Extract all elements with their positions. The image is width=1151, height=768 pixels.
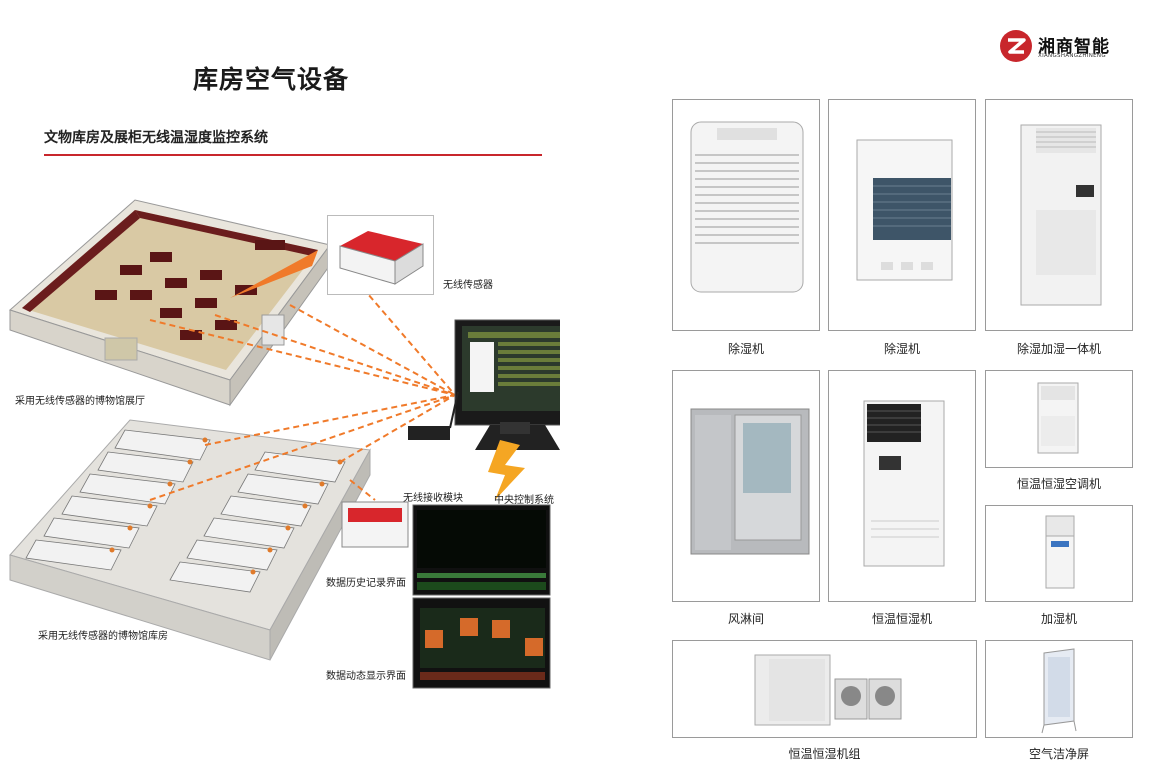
central-control-monitor	[454, 319, 560, 450]
product-card-dehumidify-humidify[interactable]	[985, 99, 1133, 331]
brand-logo: 湘商智能 XIANGSHANGZHINENG	[1000, 30, 1120, 64]
air-purifier-screen-image	[1041, 648, 1077, 734]
product-label: 空气洁净屏	[1028, 747, 1089, 761]
section-divider	[44, 154, 542, 156]
label-dynamic-interface: 数据动态显示界面	[326, 671, 406, 682]
page-title: 库房空气设备	[193, 65, 350, 94]
history-screen-illustration	[412, 504, 551, 596]
exhibition-hall-illustration	[9, 199, 331, 407]
product-label: 除湿加湿一体机	[1016, 342, 1101, 356]
brand-name: 湘商智能	[1038, 37, 1110, 57]
product-card-air-shower[interactable]	[672, 370, 820, 602]
section-title: 文物库房及展柜无线温湿度监控系统	[44, 130, 268, 146]
constant-temp-humidity-image	[863, 400, 945, 567]
warehouse-illustration	[9, 419, 371, 661]
product-label: 恒温恒湿机组	[788, 747, 861, 761]
dehumidifier-image	[690, 121, 804, 293]
humidifier-image	[1045, 515, 1075, 589]
product-label: 恒温恒湿机	[871, 612, 932, 626]
product-label: 风淋间	[727, 612, 764, 626]
dehumidifier-image	[856, 139, 953, 281]
dehumidify-humidify-image	[1020, 124, 1102, 306]
label-wireless-receiver: 无线接收模块	[403, 493, 463, 504]
lightning-icon	[488, 440, 525, 500]
product-card-humidifier[interactable]	[985, 505, 1133, 602]
brand-pinyin: XIANGSHANGZHINENG	[1038, 53, 1106, 59]
constant-temp-unit-image	[754, 654, 902, 726]
label-exhibition-hall: 采用无线传感器的博物馆展厅	[15, 396, 145, 407]
label-wireless-sensor: 无线传感器	[443, 280, 493, 291]
product-label: 加湿机	[1040, 612, 1077, 626]
wireless-sensor-image	[327, 215, 434, 295]
label-warehouse: 采用无线传感器的博物馆库房	[38, 631, 168, 642]
product-label: 除湿机	[883, 342, 920, 356]
label-history-interface: 数据历史记录界面	[326, 578, 406, 589]
product-card-dehumidifier-1[interactable]	[672, 99, 820, 331]
warehouse-sensor-illustration	[341, 501, 409, 548]
label-central-control: 中央控制系统	[494, 495, 554, 506]
brand-logo-icon	[1000, 30, 1032, 62]
product-label: 除湿机	[727, 342, 764, 356]
system-diagram	[9, 199, 560, 689]
constant-temp-ac-image	[1037, 382, 1079, 454]
product-card-dehumidifier-2[interactable]	[828, 99, 976, 331]
dynamic-screen-illustration	[412, 597, 551, 689]
air-shower-image	[690, 408, 810, 555]
wireless-receiver-illustration	[408, 391, 459, 440]
product-label: 恒温恒湿空调机	[1016, 477, 1101, 491]
product-card-air-purifier-screen[interactable]	[985, 640, 1133, 738]
product-card-constant-temp-unit[interactable]	[672, 640, 977, 738]
product-card-constant-temp-humidity[interactable]	[828, 370, 976, 602]
product-card-constant-temp-ac[interactable]	[985, 370, 1133, 468]
